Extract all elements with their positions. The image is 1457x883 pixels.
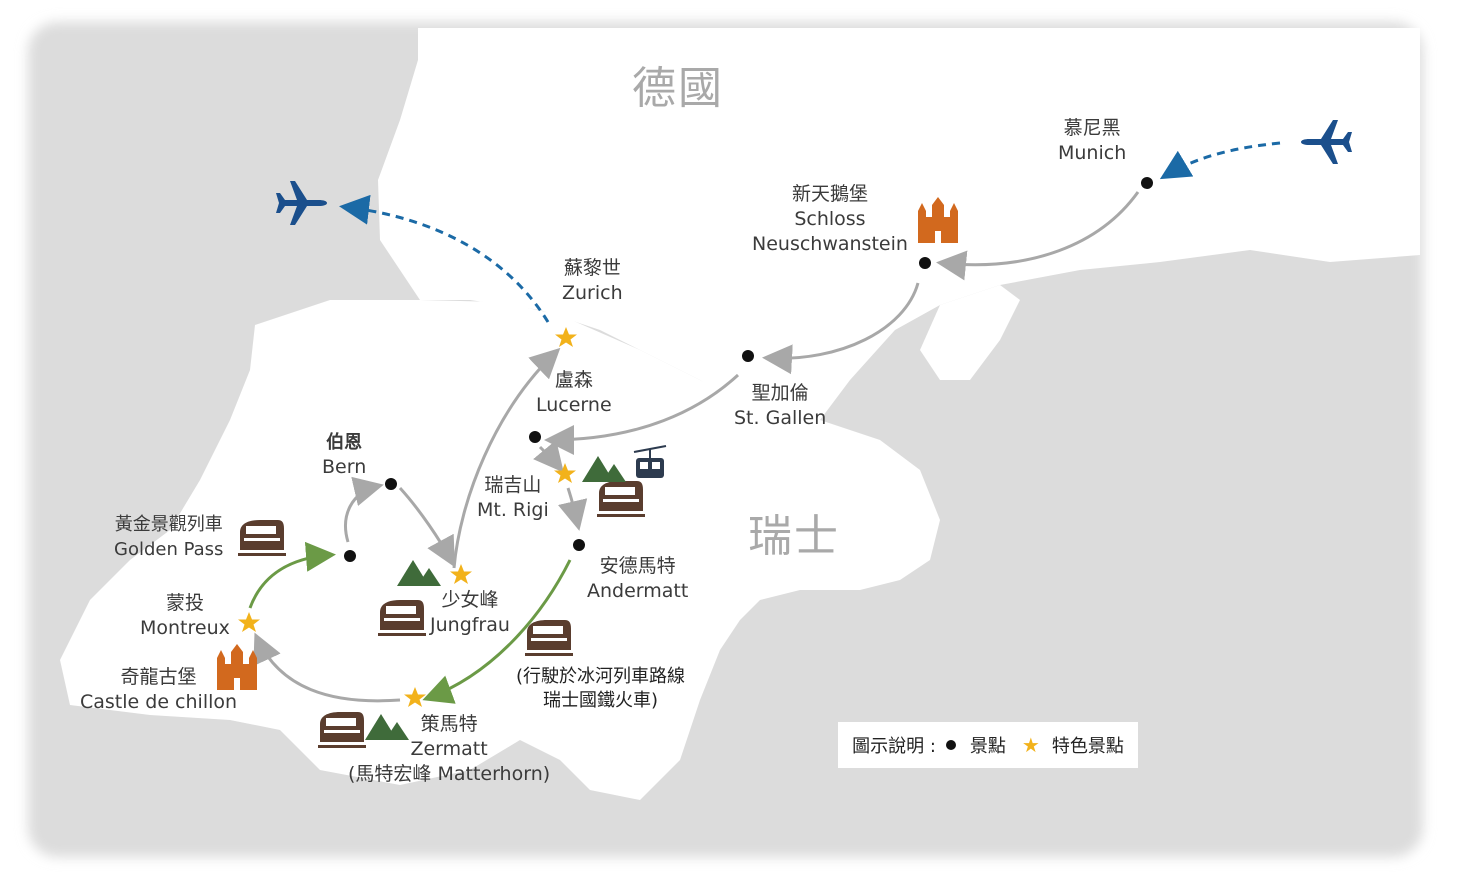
chillon-zh: 奇龍古堡 [120,666,197,688]
place-label-rigi: 瑞吉山 Mt. Rigi [477,473,549,523]
place-label-stgallen: 聖加倫 St. Gallen [734,381,826,431]
place-label-zurich: 蘇黎世 Zurich [562,256,623,306]
place-label-neuschwanstein: 新天鵝堡 Schloss Neuschwanstein [752,182,908,257]
mountain-icon [582,456,626,482]
dot-icon [742,350,754,362]
star-icon [404,687,426,707]
neuschwanstein-en1: Schloss [794,208,866,230]
jungfrau-en: Jungfrau [430,614,510,636]
place-label-lucerne: 盧森 Lucerne [536,368,612,418]
castle-icons [217,197,958,690]
train-icon [238,520,286,556]
zermatt-en: Zermatt [410,738,488,760]
legend-title: 圖示說明 : [852,736,936,757]
chillon-en: Castle de chillon [80,691,238,713]
train-icon [378,600,426,636]
zurich-zh: 蘇黎世 [563,257,621,279]
place-label-chillon: 奇龍古堡 Castle de chillon [80,665,237,715]
mountain-icon [397,560,441,586]
castle-icon [918,197,958,243]
germany-region [378,28,1420,420]
lucerne-zh: 盧森 [554,369,593,391]
legend-star-label: 特色景點 [1051,736,1124,757]
gray-routes [253,191,1140,703]
montreux-en: Montreux [140,617,230,639]
star-icon [554,463,576,483]
airplane-icons [276,120,1352,225]
dot-icon [919,257,931,269]
place-label-andermatt: 安德馬特 Andermatt [587,554,688,604]
mountain-icons [365,456,626,740]
zurich-en: Zurich [562,282,623,304]
stgallen-en: St. Gallen [734,407,827,429]
rigi-zh: 瑞吉山 [484,474,542,496]
stgallen-zh: 聖加倫 [751,382,809,404]
bern-zh: 伯恩 [326,432,363,453]
star-icon [450,564,472,584]
country-label-germany: 德國 [632,63,724,114]
star-icon: ★ [1021,733,1040,757]
jungfrau-zh: 少女峰 [441,589,499,611]
star-icon [238,612,260,632]
mountain-icon [365,714,409,740]
place-label-jungfrau: 少女峰 Jungfrau [430,588,510,638]
bern-en: Bern [322,456,367,478]
airplane-icon [1301,120,1352,164]
airplane-icon [276,181,327,225]
dot-icon [529,431,541,443]
place-label-munich: 慕尼黑 Munich [1058,116,1126,166]
dot-icon [573,539,585,551]
flight-arrival-route [1159,141,1281,180]
goldenpass-en: Golden Pass [114,539,224,560]
zermatt-extra: (馬特宏峰 Matterhorn) [348,763,551,785]
dot-markers [344,177,1153,562]
place-label-bern: 伯恩 Bern [322,430,366,480]
place-label-goldenpass: 黃金景觀列車 Golden Pass [114,512,223,562]
cable-car-icon [633,445,667,478]
dot-icon [385,478,397,490]
place-label-zermatt: 策馬特 Zermatt (馬特宏峰 Matterhorn) [348,712,550,787]
montreux-zh: 蒙投 [165,592,204,614]
train-note-line2: 瑞士國鐵火車) [543,690,659,711]
castle-icon [217,644,257,690]
map-legend: 圖示說明 : 景點 ★ 特色景點 [838,722,1138,768]
neighbor-region [920,285,1020,380]
lucerne-en: Lucerne [536,394,612,416]
legend-dot-label: 景點 [969,736,1006,757]
train-note: (行駛於冰河列車路線 瑞士國鐵火車) [516,665,685,713]
train-icon [318,712,366,748]
munich-zh: 慕尼黑 [1063,117,1121,139]
switzerland-region [60,300,940,800]
train-note-line1: (行駛於冰河列車路線 [516,666,686,687]
train-icon [597,481,645,517]
green-routes [248,541,572,704]
goldenpass-zh: 黃金景觀列車 [114,514,223,535]
andermatt-zh: 安德馬特 [599,555,676,577]
country-label-switzerland: 瑞士 [748,511,840,562]
dot-icon [945,740,956,750]
munich-en: Munich [1058,142,1127,164]
train-icon [525,620,573,656]
neuschwanstein-en2: Neuschwanstein [752,233,908,255]
zermatt-zh: 策馬特 [420,713,478,735]
place-label-montreux: 蒙投 Montreux [140,591,230,641]
dot-icon [344,550,356,562]
neuschwanstein-zh: 新天鵝堡 [791,183,868,205]
train-icons [238,481,645,748]
rigi-en: Mt. Rigi [477,499,549,521]
dot-icon [1141,177,1153,189]
star-icon [555,327,577,347]
star-markers [238,327,577,707]
andermatt-en: Andermatt [587,580,689,602]
